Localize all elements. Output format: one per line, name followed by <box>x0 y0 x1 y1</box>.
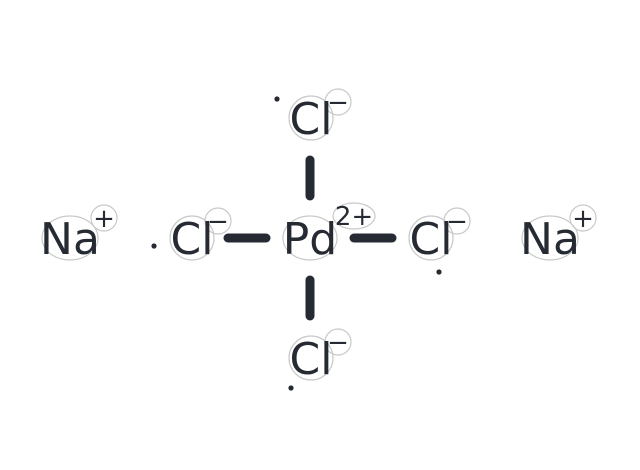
lone-dot-cl-top <box>274 96 280 102</box>
atom-label-cl-right: Cl <box>410 214 453 265</box>
charge-label-cl-top: − <box>327 88 349 118</box>
atom-label-cl-left: Cl <box>171 214 214 265</box>
halo-na-right-charge <box>569 204 597 232</box>
charge-label-cl-left: − <box>207 207 229 237</box>
halo-na-left-charge <box>90 204 118 232</box>
halo-na-left <box>41 215 99 261</box>
halo-pd-charge <box>332 202 376 230</box>
charge-label-na-right: + <box>572 204 594 234</box>
halo-cl-bottom <box>288 335 334 381</box>
atom-label-cl-top: Cl <box>290 94 333 145</box>
atom-label-cl-bottom: Cl <box>290 334 333 385</box>
charge-label-na-left: + <box>93 204 115 234</box>
charge-label-cl-right: − <box>446 207 468 237</box>
lone-dot-cl-left <box>151 243 157 249</box>
atom-label-na-left: Na <box>40 214 100 265</box>
halo-cl-bottom-charge <box>324 328 352 356</box>
halo-na-right <box>521 215 579 261</box>
atom-label-pd: Pd <box>283 214 337 265</box>
halo-pd <box>282 215 338 261</box>
halo-cl-left <box>169 215 215 261</box>
halo-cl-right <box>408 215 454 261</box>
charge-label-pd: 2+ <box>335 202 373 232</box>
lone-dot-cl-bottom <box>288 385 294 391</box>
halo-cl-right-charge <box>443 207 471 235</box>
halo-cl-top <box>288 95 334 141</box>
charge-label-cl-bottom: − <box>327 328 349 358</box>
halo-cl-left-charge <box>204 207 232 235</box>
atom-label-na-right: Na <box>520 214 580 265</box>
lone-dot-cl-right <box>436 269 442 275</box>
halo-cl-top-charge <box>324 88 352 116</box>
